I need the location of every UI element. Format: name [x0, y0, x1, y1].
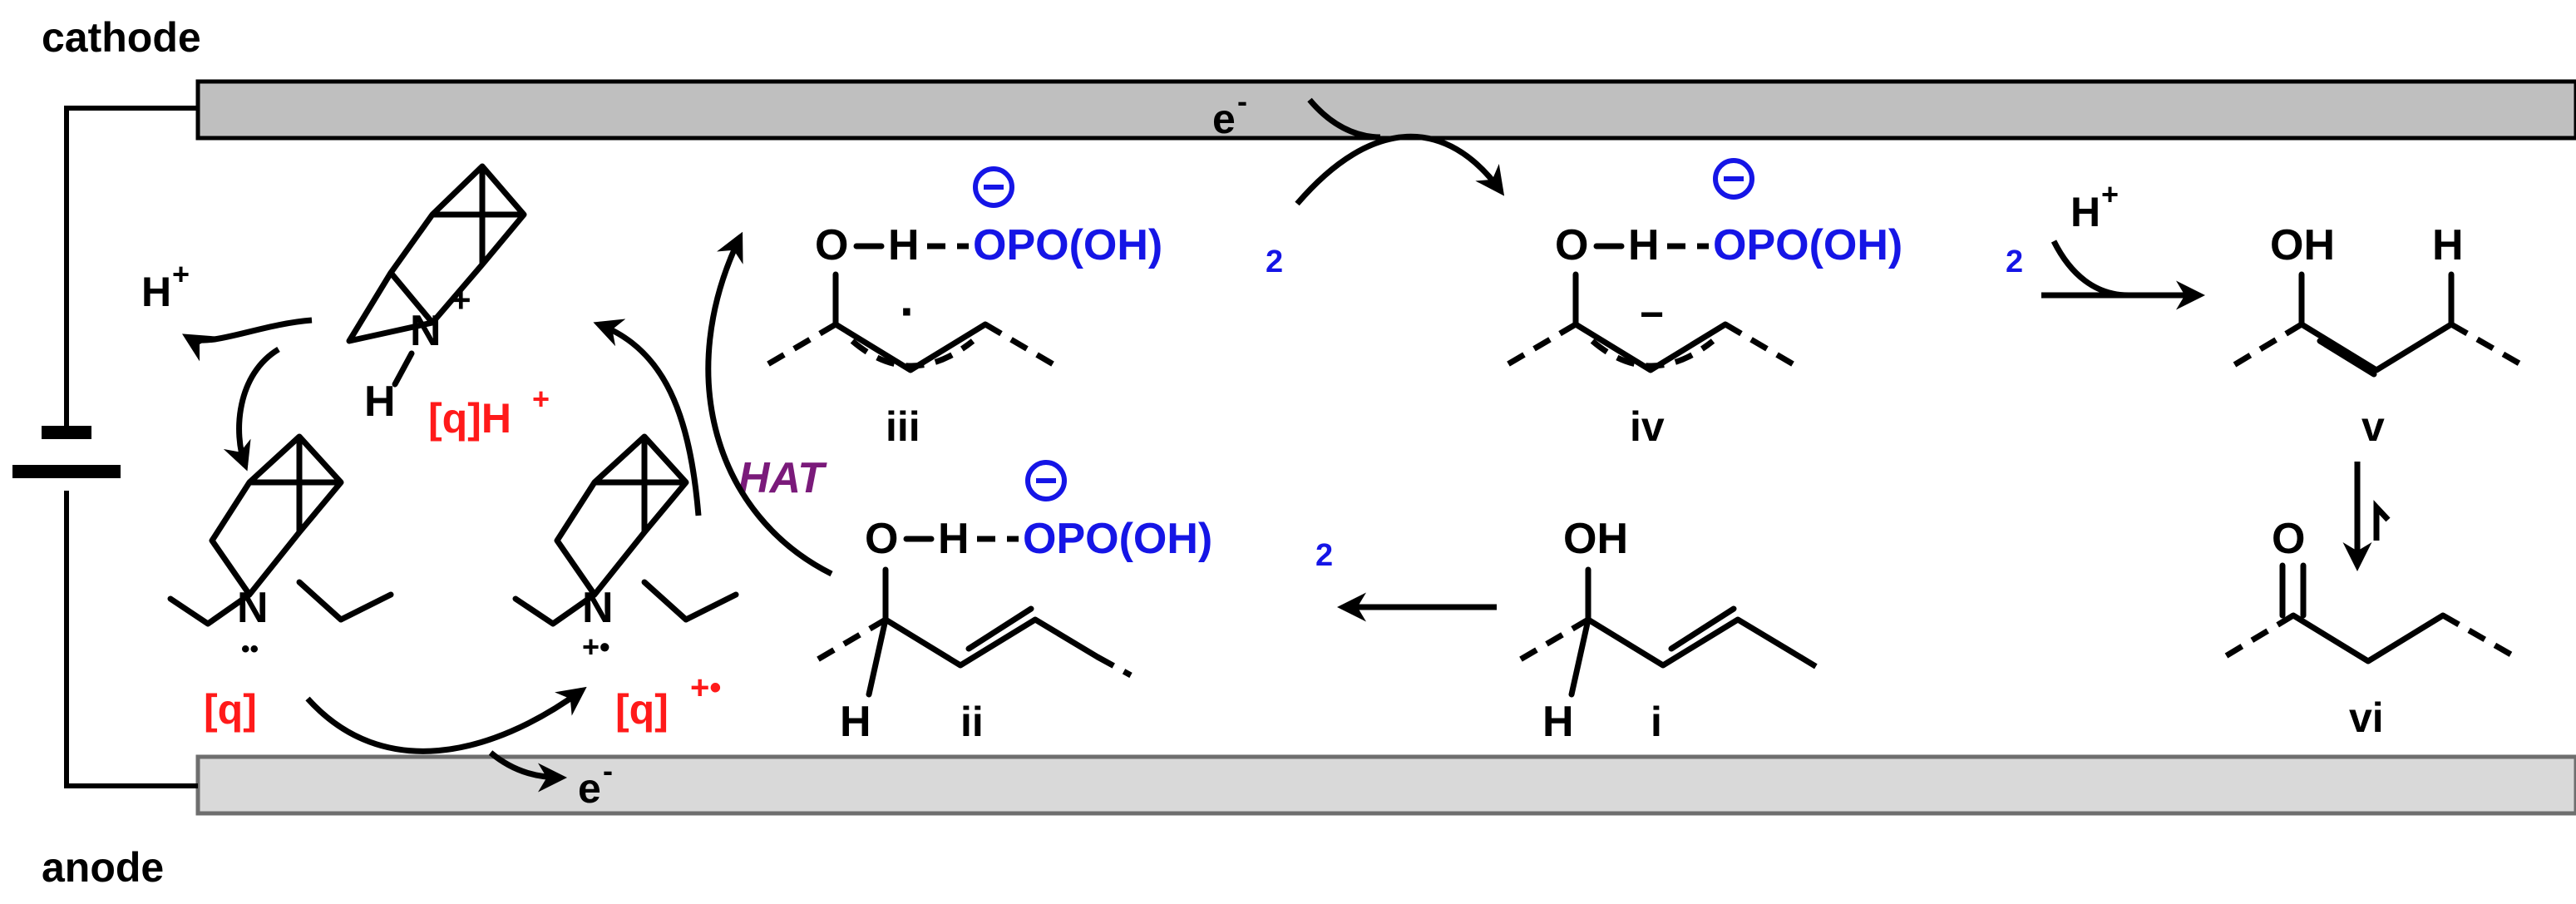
svg-text:N: N [410, 307, 442, 355]
svg-text:••: •• [241, 635, 259, 663]
electron-label-anode: e - [578, 753, 613, 812]
svg-text:N: N [237, 584, 269, 632]
compound-v-label: v [2361, 403, 2385, 450]
svg-text:-: - [603, 753, 613, 788]
compound-iv-label: iv [1630, 403, 1665, 450]
compound-iii-structure: O H · [763, 221, 1058, 373]
compound-vi-label: vi [2349, 694, 2384, 741]
svg-text:+•: +• [690, 669, 721, 706]
qH-label: [q]H + [428, 382, 550, 442]
hat-regeneration-arrow [593, 319, 702, 516]
svg-text:H: H [1542, 698, 1574, 746]
anodic-oxidation-arrow [305, 686, 587, 754]
quinuclidinium-structure: N + H [346, 163, 527, 426]
compound-iv-structure: O H − [1503, 221, 1798, 373]
svg-text:+: + [172, 257, 190, 291]
compound-iii-label: iii [886, 403, 920, 450]
compound-i-label: i [1651, 699, 1662, 745]
cathode-electrode [195, 79, 2576, 141]
svg-text:e: e [578, 765, 601, 812]
svg-text:O: O [1555, 221, 1588, 269]
proton-catalyst: H + [141, 257, 190, 315]
svg-text:O: O [815, 221, 848, 269]
svg-text:2: 2 [2006, 245, 2023, 279]
quinuclidine-structure: N •• [167, 433, 394, 663]
anode-electron-arrow [488, 750, 567, 793]
tautomerization-back-arrow [2373, 500, 2391, 541]
svg-text:OPO(OH): OPO(OH) [1713, 221, 1902, 269]
q-label: [q] [204, 686, 257, 733]
svg-text:H: H [938, 515, 970, 563]
svg-text:H: H [2070, 189, 2100, 235]
circuit-wire [64, 106, 198, 788]
catalyst-regeneration-arrow [223, 347, 280, 472]
hat-arrow [705, 231, 833, 577]
svg-text:OH: OH [2270, 221, 2335, 269]
svg-text:2: 2 [1315, 538, 1333, 573]
svg-text:+•: +• [582, 630, 610, 664]
compound-ii-label: ii [960, 699, 984, 745]
cathodic-reduction-arrow [1295, 133, 1505, 206]
svg-text:OPO(OH): OPO(OH) [973, 221, 1162, 269]
svg-text:[q]H: [q]H [428, 395, 511, 442]
hat-label: HAT [738, 454, 827, 502]
svg-text:H: H [364, 378, 396, 426]
compound-vi-structure: O [2223, 515, 2517, 664]
deprotonation-arrow [181, 317, 313, 362]
svg-text:+: + [532, 382, 550, 416]
electron-label-cathode: e - [1212, 84, 1247, 142]
svg-text:O: O [2272, 515, 2305, 563]
svg-text:H: H [888, 221, 920, 269]
svg-text:OH: OH [1563, 515, 1628, 563]
proton-in-arrow [2050, 240, 2129, 299]
svg-text:+: + [451, 280, 471, 319]
svg-text:−: − [1640, 291, 1664, 338]
svg-text:H: H [1628, 221, 1660, 269]
anode-label: anode [42, 844, 164, 891]
anode-electrode [195, 754, 2576, 816]
quinuclidine-radical-cation-structure: N +• [512, 433, 739, 664]
phosphate-ii: OPO(OH) 2 [1023, 460, 1333, 573]
svg-text:·: · [900, 284, 916, 339]
svg-text:2: 2 [1266, 245, 1283, 279]
svg-text:OPO(OH): OPO(OH) [1023, 515, 1212, 563]
svg-text:H: H [141, 269, 171, 315]
compound-i-structure: OH H [1516, 515, 1827, 746]
svg-text:+: + [2101, 177, 2119, 211]
compound-v-structure: OH H [2231, 221, 2525, 378]
svg-text:H: H [840, 698, 871, 746]
phosphate-iv: OPO(OH) 2 [1713, 158, 2023, 279]
q-radical-label: [q] +• [615, 669, 721, 733]
cathode-label: cathode [42, 14, 201, 61]
svg-text:e: e [1212, 96, 1236, 142]
phosphate-iii: OPO(OH) 2 [973, 166, 1283, 279]
cathode-electron-arrow [1307, 97, 1381, 141]
svg-text:[q]: [q] [615, 686, 669, 733]
svg-text:O: O [865, 515, 898, 563]
svg-text:N: N [582, 584, 614, 632]
svg-text:H: H [2432, 221, 2464, 269]
proton-mechanism: H + [2070, 177, 2119, 235]
svg-text:-: - [1237, 84, 1247, 118]
compound-ii-structure: O H H [813, 515, 1133, 746]
